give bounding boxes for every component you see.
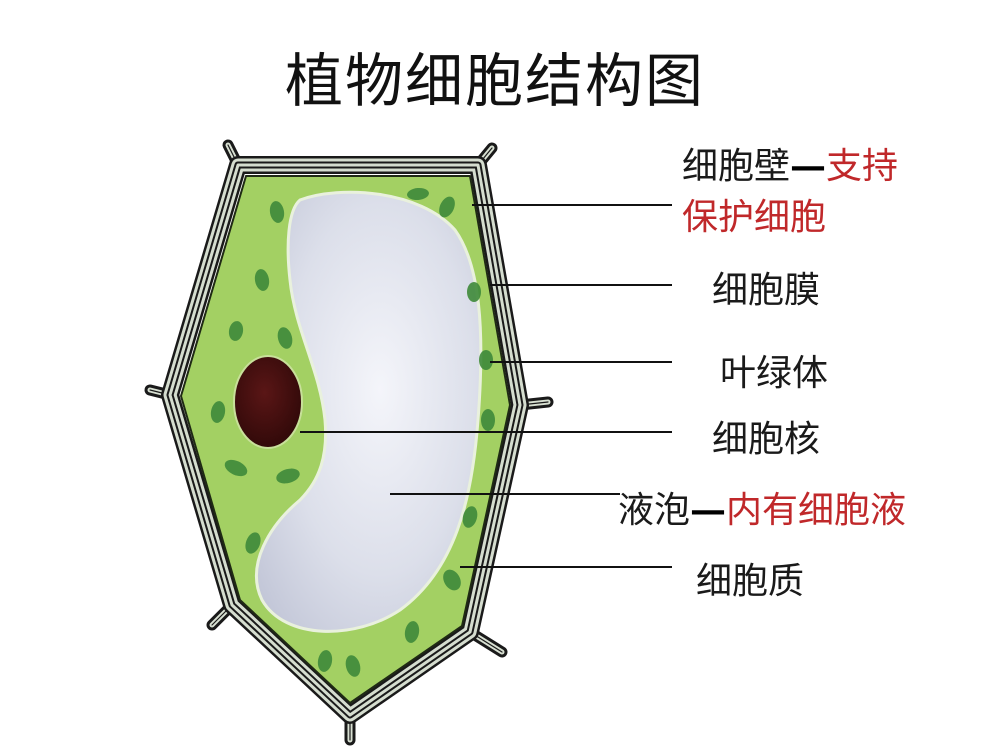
- label-vacuole-note: 内有细胞液: [726, 490, 907, 531]
- label-cell-membrane-name: 细胞膜: [712, 270, 821, 311]
- label-cytoplasm: 细胞质: [696, 564, 804, 600]
- label-cell-wall: 细胞壁—支持: [682, 148, 898, 185]
- label-cell-wall-name: 细胞壁: [682, 146, 791, 187]
- label-vacuole-name: 液泡: [618, 490, 691, 531]
- label-vacuole: 液泡—内有细胞液: [618, 492, 906, 529]
- leader-lines: [300, 204, 672, 568]
- label-chloroplast-name: 叶绿体: [720, 353, 829, 394]
- label-nucleus: 细胞核: [712, 422, 820, 458]
- label-chloroplast: 叶绿体: [720, 356, 828, 392]
- page-title: 植物细胞结构图: [285, 47, 706, 115]
- label-cell-membrane: 细胞膜: [712, 273, 820, 309]
- vacuole: [255, 190, 483, 633]
- label-nucleus-name: 细胞核: [712, 419, 821, 460]
- label-cell-wall-line2: 保护细胞: [682, 200, 826, 236]
- label-cell-wall-note-line2: 保护细胞: [682, 197, 827, 238]
- label-vacuole-separator: —: [690, 489, 727, 531]
- nucleus: [233, 355, 303, 449]
- label-cytoplasm-name: 细胞质: [696, 561, 805, 602]
- label-cell-wall-note: 支持: [826, 146, 899, 187]
- chloroplasts: [210, 187, 495, 677]
- label-cell-wall-separator: —: [790, 145, 827, 187]
